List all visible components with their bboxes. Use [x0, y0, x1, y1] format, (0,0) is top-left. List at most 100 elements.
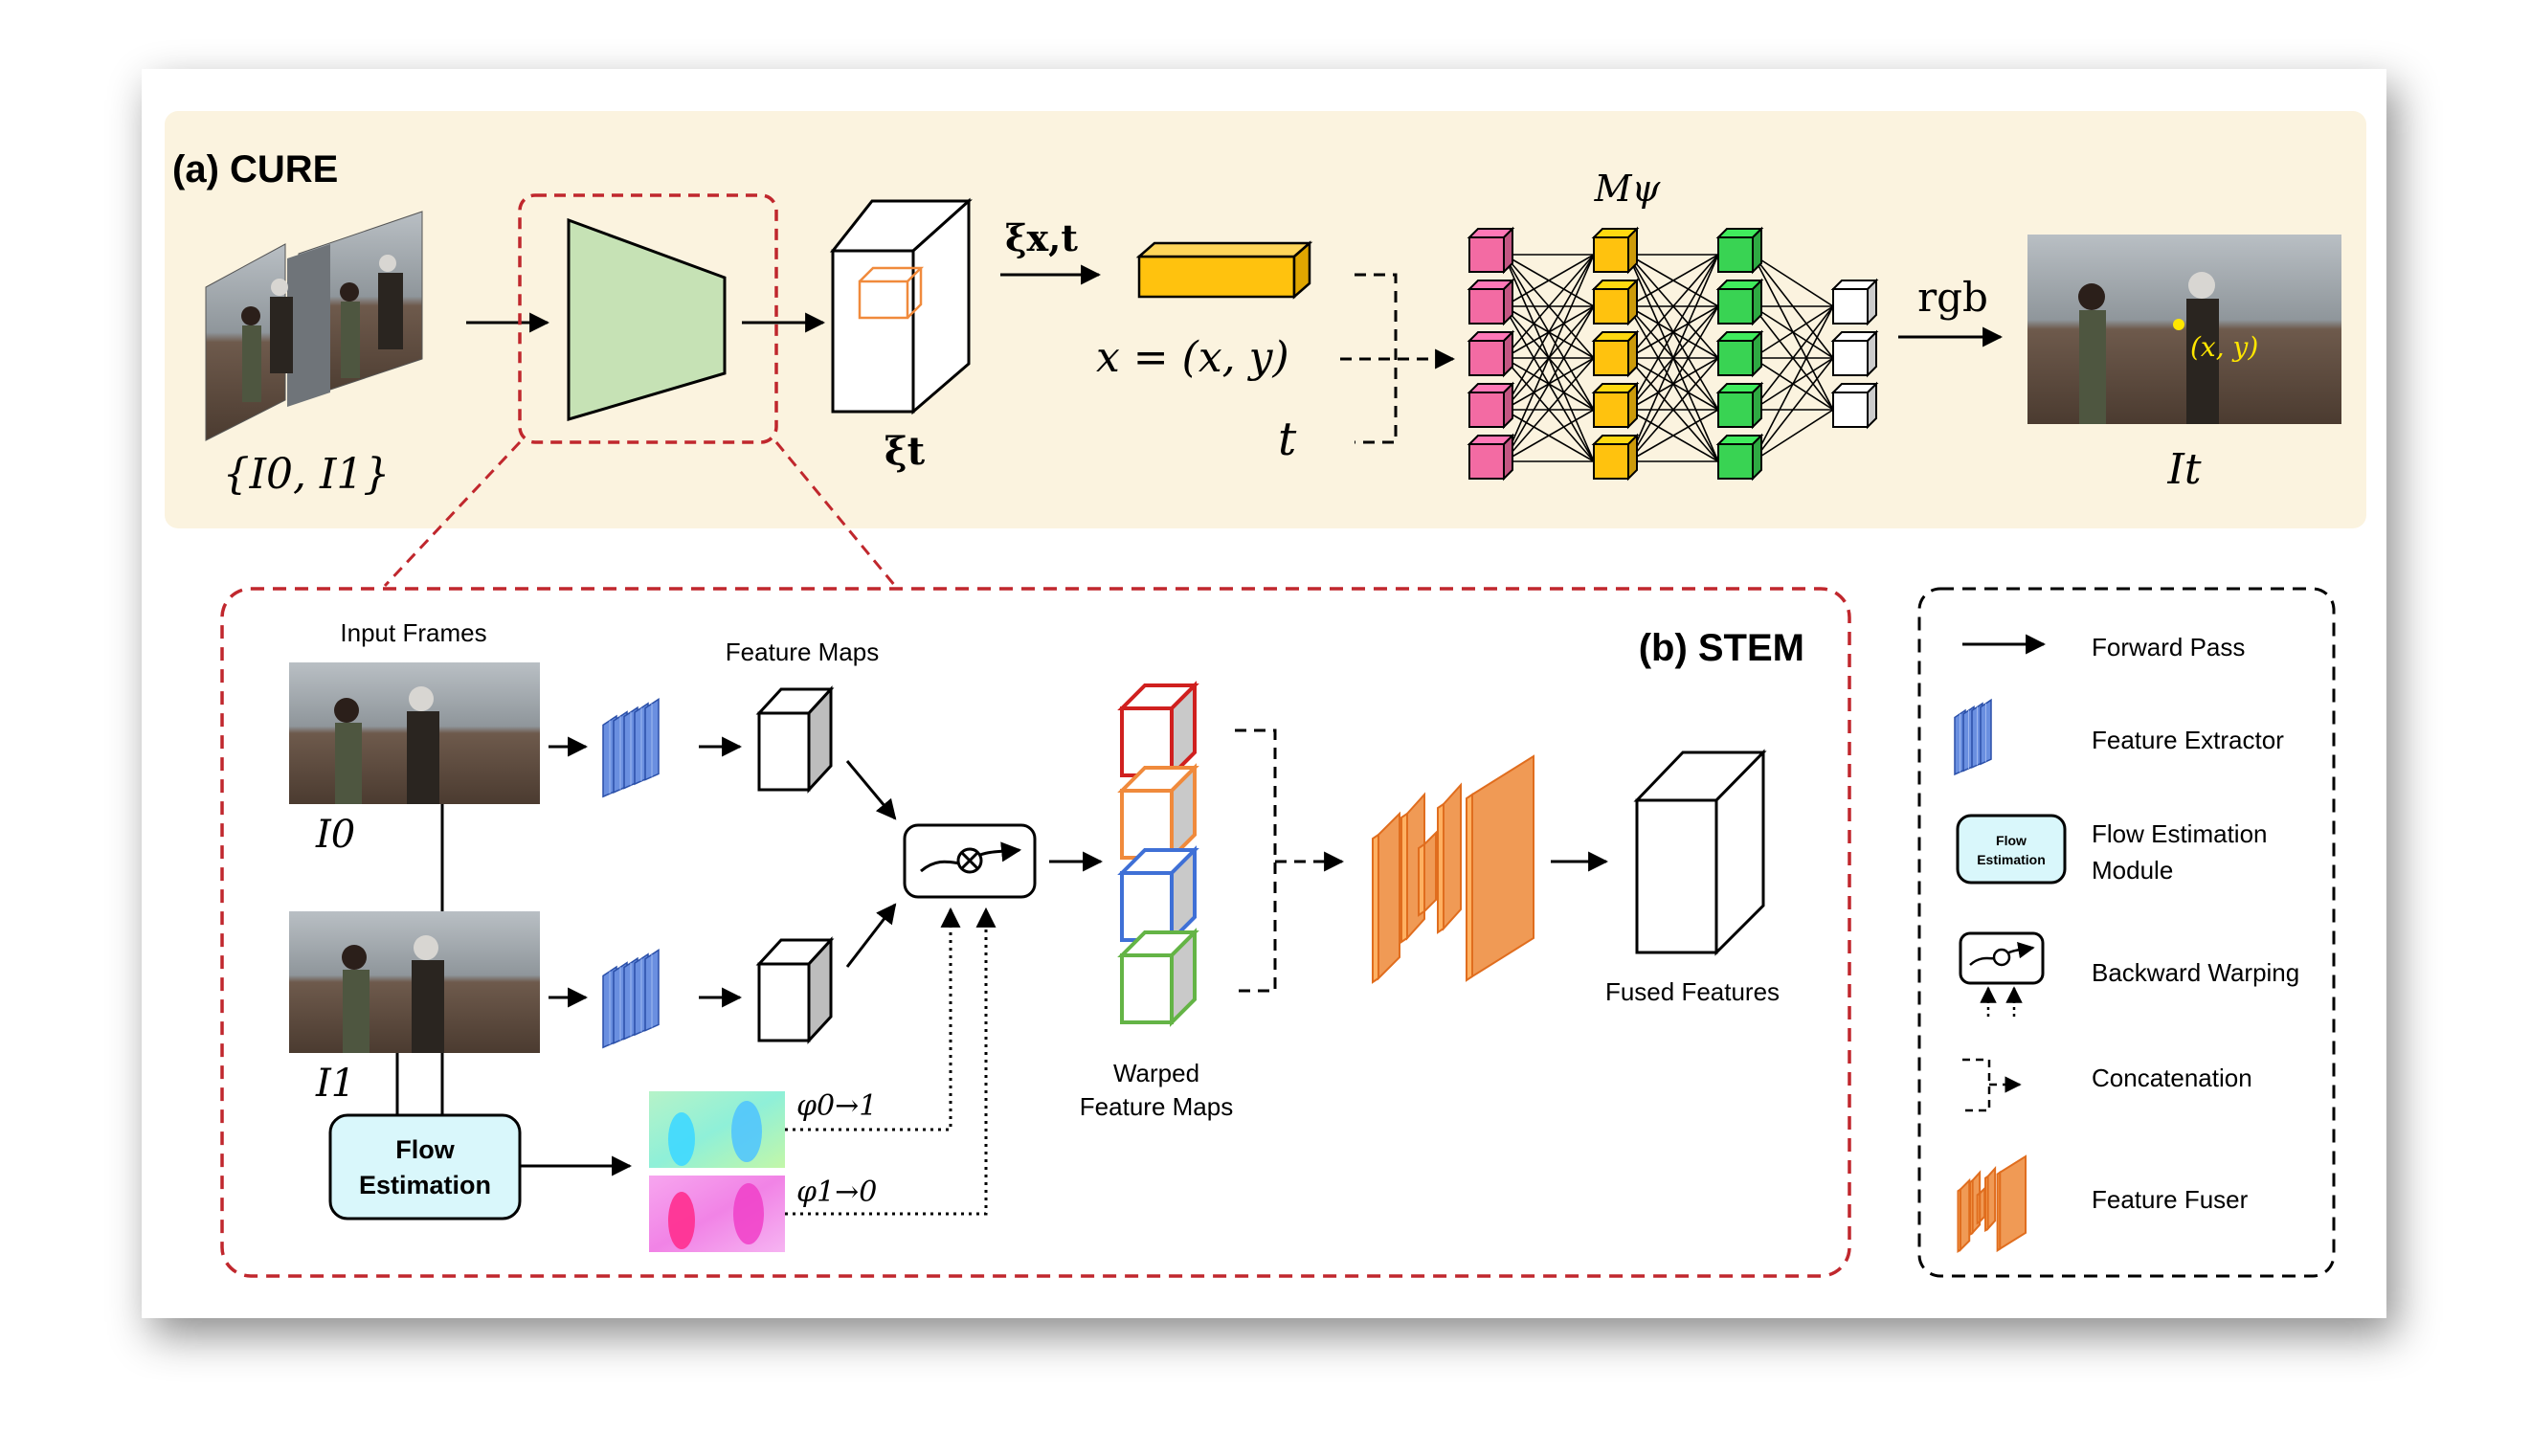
feature-maps-caption: Feature Maps	[726, 638, 879, 666]
mlp-node-l1-n0	[1591, 226, 1640, 275]
warped-cube-3	[1117, 928, 1199, 1027]
legend-flow-icon-text2: Estimation	[1977, 852, 2046, 867]
mlp-node-l2-n3	[1715, 381, 1764, 430]
flow-estimation-box	[328, 1113, 522, 1221]
warped-caption-line2: Feature Maps	[1080, 1092, 1233, 1121]
feature-encoder-trapezoid	[567, 217, 727, 422]
feature-map-cube-bottom	[755, 936, 835, 1044]
legend-concatenation-icon	[1962, 1058, 2022, 1112]
extractor-top-slab-4	[644, 697, 660, 781]
mlp-node-l2-n0	[1715, 226, 1764, 275]
feature-volume-cube	[829, 197, 973, 415]
fuser-main-slab-3	[1437, 782, 1462, 934]
frame-i0-label: I0	[315, 813, 355, 857]
time-label: t	[1278, 413, 1297, 466]
rgb-label: rgb	[1917, 274, 1988, 321]
mlp-connections	[1503, 254, 1834, 462]
concat-bracket-b	[1235, 728, 1345, 993]
flow-map-0to1	[649, 1091, 785, 1168]
mlp-node-l1-n3	[1591, 381, 1640, 430]
input-frames-caption: Input Frames	[340, 618, 486, 647]
zoom-line-left	[383, 440, 522, 588]
legend-feature-fuser-label: Feature Fuser	[2092, 1185, 2249, 1214]
output-frame-label: It	[2166, 445, 2201, 494]
arrow-map-top-to-warp	[845, 760, 897, 820]
legend-flow-module-label2: Module	[2092, 856, 2173, 885]
arrow-map-bottom-to-warp	[845, 903, 897, 968]
legend-flow-icon-text1: Flow	[1996, 833, 2027, 848]
mlp-node-l1-n4	[1591, 433, 1640, 482]
warped-cube-0	[1117, 681, 1199, 780]
legend-backward-warping-label: Backward Warping	[2092, 958, 2299, 987]
panel-a-title: (a) CURE	[172, 148, 338, 190]
legend-feature-extractor-icon	[1954, 698, 1992, 776]
legend-flow-module-label1: Flow Estimation	[2092, 819, 2268, 848]
legend-concatenation-label: Concatenation	[2092, 1064, 2252, 1092]
encoder-highlight-box	[518, 193, 778, 444]
fused-features-caption: Fused Features	[1605, 977, 1780, 1006]
mlp-node-l2-n4	[1715, 433, 1764, 482]
legend-feature-fuser-icon	[1957, 1154, 2027, 1253]
mlp-node-l1-n1	[1591, 278, 1640, 326]
legend-feature-extractor-label: Feature Extractor	[2092, 726, 2284, 754]
fuser-legend-slab-4	[1996, 1154, 2027, 1253]
query-feature-vector	[1135, 240, 1313, 300]
fuser-legend-slab-0	[1957, 1177, 1971, 1253]
feature-extractor-top	[602, 697, 660, 798]
legend-box	[1917, 587, 2336, 1278]
fuser-main-slab-2	[1418, 830, 1437, 917]
mlp-node-l0-n0	[1467, 226, 1515, 275]
warped-caption-line1: Warped	[1113, 1059, 1199, 1087]
fuser-main-slab-0	[1372, 811, 1400, 984]
warped-cube-2	[1117, 845, 1199, 945]
mlp-label: Mψ	[1594, 168, 1662, 210]
frame-i0-image	[289, 662, 540, 804]
mlp-node-l3-n0	[1830, 278, 1879, 326]
legend-backward-warping-icon	[1959, 931, 2045, 1017]
mlp-node-l0-n1	[1467, 278, 1515, 326]
extractor-bottom-slab-4	[644, 948, 660, 1032]
flow-box-line1: Flow	[395, 1135, 455, 1164]
mlp-node-l0-n4	[1467, 433, 1515, 482]
flow-10-to-warp-line	[785, 907, 997, 1216]
query-point-label: (x, y)	[2190, 331, 2258, 363]
query-feature-label: ξx,t	[1005, 216, 1078, 259]
legend-flow-module-icon: Flow Estimation	[1956, 814, 2067, 885]
mlp-node-l2-n2	[1715, 329, 1764, 378]
concat-brackets-a	[1340, 273, 1456, 444]
flow-01-label: φ0→1	[796, 1089, 877, 1123]
fused-features-cube	[1633, 749, 1767, 956]
fuser-legend-slab-3	[1984, 1165, 1997, 1233]
mlp-network	[1467, 226, 1879, 482]
mlp-node-l3-n1	[1830, 329, 1879, 378]
feature-volume-label: ξt	[885, 429, 926, 474]
warped-cube-1	[1117, 763, 1199, 862]
output-frame-image: (x, y)	[2027, 235, 2341, 424]
flow-10-label: φ1→0	[796, 1176, 877, 1209]
mlp-node-l0-n2	[1467, 329, 1515, 378]
feature-fuser	[1372, 754, 1534, 984]
input-frames-stack	[205, 211, 423, 441]
coordinate-label: x = (x, y)	[1096, 333, 1289, 382]
frame-i1-image	[289, 911, 540, 1053]
zoom-line-right	[774, 441, 897, 587]
feature-extractor-bottom	[602, 948, 660, 1049]
backward-warping-operator	[903, 823, 1037, 899]
extractor-legend-slab-3	[1980, 698, 1992, 766]
panel-a-background	[165, 111, 2366, 528]
feature-map-cube-top	[755, 685, 835, 794]
mlp-node-l3-n2	[1830, 381, 1879, 430]
query-point-marker	[2173, 319, 2184, 330]
fuser-main-slab-4	[1466, 754, 1534, 982]
flow-01-to-warp-line	[785, 907, 961, 1131]
flow-map-1to0	[649, 1176, 785, 1252]
frame-i1-label: I1	[315, 1062, 355, 1106]
mlp-node-l1-n2	[1591, 329, 1640, 378]
input-frames-label: {I0, I1}	[223, 450, 391, 499]
flow-box-line2: Estimation	[359, 1171, 491, 1199]
mlp-node-l2-n1	[1715, 278, 1764, 326]
mlp-node-l0-n3	[1467, 381, 1515, 430]
legend-forward-pass-label: Forward Pass	[2092, 633, 2245, 661]
warped-feature-maps-stack	[1117, 681, 1199, 1027]
